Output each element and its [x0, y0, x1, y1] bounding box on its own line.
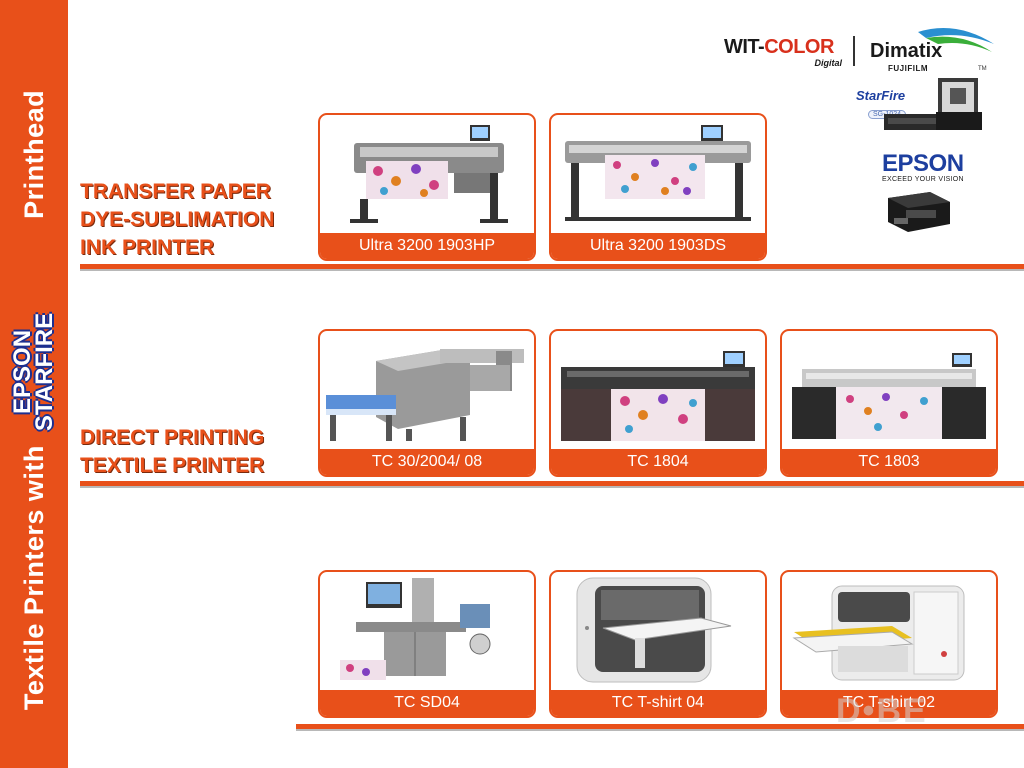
- dimatix-swoosh-icon: [918, 28, 994, 52]
- product-label: TC 1803: [782, 449, 996, 475]
- product-card-tc-sd04[interactable]: TC SD04: [318, 570, 536, 718]
- dimatix-tm: TM: [978, 66, 987, 72]
- product-label: Ultra 3200 1903HP: [320, 233, 534, 259]
- side-title: Textile Printers with EPSON STARFIRE Pri…: [0, 80, 68, 720]
- epson-logo: EPSON EXCEED YOUR VISION: [882, 150, 982, 183]
- heading-transfer-paper: TRANSFER PAPER DYE-SUBLIMATION INK PRINT…: [80, 178, 274, 262]
- product-card-tc-1803[interactable]: TC 1803: [780, 329, 998, 477]
- printer-icon: [561, 351, 755, 441]
- heading-line: DYE-SUBLIMATION: [80, 208, 275, 231]
- epson-printhead-icon: [888, 192, 950, 232]
- product-card-tc-30-2004-08[interactable]: TC 30/2004/ 08: [318, 329, 536, 477]
- printer-icon: [565, 125, 751, 221]
- product-card-ultra-3200-1903ds[interactable]: Ultra 3200 1903DS: [549, 113, 767, 261]
- starfire-printhead-icon: [884, 78, 982, 130]
- dimatix-sub: FUJIFILM: [888, 64, 928, 73]
- printer-icon: [326, 349, 524, 441]
- divider-2: [80, 481, 1024, 488]
- printer-icon: [350, 125, 508, 223]
- heading-line: INK PRINTER: [80, 236, 215, 259]
- side-brand-bottom: STARFIRE: [31, 312, 58, 432]
- product-card-ultra-3200-1903hp[interactable]: Ultra 3200 1903HP: [318, 113, 536, 261]
- witcolor-logo-part1: WIT-: [724, 36, 765, 58]
- logo-divider: [853, 36, 855, 66]
- product-label: TC 30/2004/ 08: [320, 449, 534, 475]
- product-label: TC T-shirt 02: [782, 690, 996, 716]
- printer-icon: [576, 577, 732, 683]
- heading-line: TRANSFER PAPER: [80, 180, 271, 203]
- product-label: TC T-shirt 04: [551, 690, 765, 716]
- product-card-tc-1804[interactable]: TC 1804: [549, 329, 767, 477]
- side-brand-stack: EPSON STARFIRE: [9, 312, 58, 432]
- product-label: Ultra 3200 1903DS: [551, 233, 765, 259]
- dimatix-name: Dimatix: [870, 40, 943, 62]
- heading-line: TEXTILE PRINTER: [80, 454, 265, 477]
- heading-line: DIRECT PRINTING: [80, 426, 265, 449]
- witcolor-logo: WIT-COLOR Digital: [724, 36, 846, 70]
- printer-icon: [792, 585, 965, 681]
- product-card-tc-t-shirt-02[interactable]: TC T-shirt 02: [780, 570, 998, 718]
- printer-icon: [340, 578, 491, 680]
- dimatix-logo: Dimatix FUJIFILM TM: [866, 24, 996, 84]
- heading-direct-printing: DIRECT PRINTING TEXTILE PRINTER: [80, 424, 264, 480]
- epson-name: EPSON: [882, 150, 964, 177]
- side-title-before: Textile Printers with: [18, 445, 49, 711]
- product-card-tc-t-shirt-04[interactable]: TC T-shirt 04: [549, 570, 767, 718]
- epson-tagline: EXCEED YOUR VISION: [882, 176, 964, 183]
- printer-icon: [792, 353, 986, 439]
- witcolor-logo-part2: COLOR: [764, 36, 834, 58]
- watermark: D•BE: [836, 692, 928, 730]
- divider-3: [296, 724, 1024, 731]
- product-label: TC 1804: [551, 449, 765, 475]
- product-label: TC SD04: [320, 690, 534, 716]
- side-band: Textile Printers with EPSON STARFIRE Pri…: [0, 0, 68, 768]
- starfire-name: StarFire: [856, 88, 906, 103]
- witcolor-logo-sub: Digital: [814, 58, 842, 68]
- divider-1: [80, 264, 1024, 271]
- side-title-after: Printhead: [18, 89, 49, 219]
